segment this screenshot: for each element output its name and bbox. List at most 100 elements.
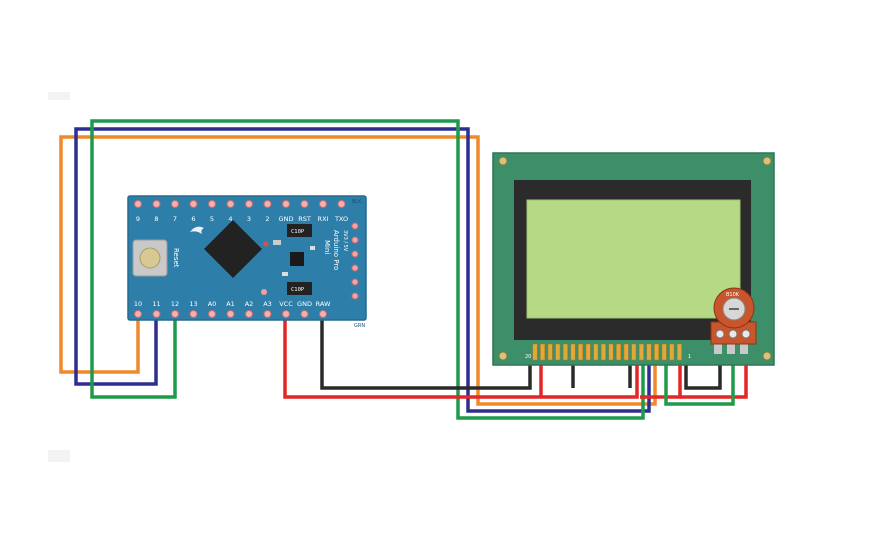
- lcd-pin: [654, 343, 660, 361]
- top-pin-label: 7: [173, 215, 177, 223]
- top-pin-label: 8: [154, 215, 158, 223]
- reset-button-cap: [139, 247, 161, 269]
- lcd-pin: [631, 343, 637, 361]
- regulator-chip: [290, 252, 304, 266]
- mount-hole: [498, 156, 508, 166]
- green-wire-wiper: [664, 352, 735, 406]
- top-pin-label: 2: [265, 215, 269, 223]
- top-pin-hole: [171, 200, 179, 208]
- lcd-pin: [570, 343, 576, 361]
- top-pin-hole: [152, 200, 161, 208]
- lcd-screen: [526, 199, 741, 319]
- bottom-pin-hole: [208, 310, 216, 318]
- reset-label: Reset: [172, 248, 180, 268]
- top-pin-hole: [300, 200, 309, 208]
- lcd-pin: [661, 343, 667, 361]
- orange-wire: [59, 135, 657, 406]
- top-pin-label: 3: [247, 215, 251, 223]
- lcd-pin: [638, 343, 644, 361]
- side-label-grn: GRN: [354, 323, 365, 329]
- lcd-module: 20 1: [492, 152, 775, 366]
- bottom-pin-label: VCC: [279, 300, 293, 308]
- board-name-line1: Arduino Pro: [332, 230, 340, 270]
- voltage-label: 3V3 / 5V: [342, 230, 348, 252]
- black-wire-lcd-k: [684, 352, 722, 390]
- top-pin-hole: [189, 200, 198, 208]
- top-pin-label: 4: [228, 215, 232, 223]
- lcd-pin: [676, 343, 682, 361]
- lcd-pin-first: 20: [525, 354, 531, 360]
- top-pin-label: RXI: [318, 215, 329, 223]
- lcd-pin: [623, 343, 629, 361]
- red-wire-vcc: [283, 316, 639, 399]
- bottom-pin-hole: [226, 310, 235, 318]
- bottom-pin-label: A0: [208, 300, 217, 308]
- top-pin-label: RST: [298, 215, 311, 223]
- lcd-pin: [600, 343, 606, 361]
- lcd-pin: [593, 343, 599, 361]
- lcd-pin-header: [532, 343, 682, 361]
- background-mark: [48, 450, 70, 462]
- pot-label: B10K: [726, 292, 740, 298]
- capacitor-top: [287, 224, 312, 237]
- board-name-line2: Mini: [323, 240, 331, 254]
- top-pin-hole: [337, 200, 346, 208]
- logo-icon: [190, 226, 204, 234]
- side-label-blk: BLK: [352, 199, 362, 205]
- top-pin-label: GND: [279, 215, 294, 223]
- led-indicator: [263, 241, 269, 247]
- top-pin-hole: [263, 200, 272, 208]
- top-pin-label: 6: [191, 215, 195, 223]
- lcd-pin: [669, 343, 675, 361]
- cap-label-top: C10P: [291, 229, 305, 235]
- top-pin-hole: [245, 200, 253, 208]
- microcontroller-chip: [204, 220, 262, 278]
- top-pin-hole: [208, 200, 216, 208]
- bottom-pin-label: RAW: [316, 300, 331, 308]
- lcd-pin: [616, 343, 622, 361]
- bottom-pin-label: GND: [297, 300, 312, 308]
- bottom-pin-label: A1: [226, 300, 235, 308]
- top-pin-hole: [282, 200, 290, 208]
- top-pin-label: TXO: [334, 215, 348, 223]
- bottom-pin-hole: [245, 310, 253, 318]
- background-mark: [48, 92, 70, 100]
- wires: [59, 119, 748, 420]
- lcd-pin: [540, 343, 546, 361]
- bottom-pin-hole: [152, 310, 161, 318]
- bottom-pin-label: A3: [263, 300, 272, 308]
- bottom-pin-label: 10: [134, 300, 142, 308]
- bottom-pin-hole: [319, 310, 327, 318]
- bottom-pin-hole: [171, 310, 179, 318]
- potentiometer: B10K: [710, 287, 757, 354]
- bottom-pin-hole: [300, 310, 309, 318]
- top-pin-hole: [134, 200, 142, 208]
- led-indicator: [261, 289, 267, 295]
- bottom-pin-hole: [263, 310, 272, 318]
- lcd-pin: [555, 343, 561, 361]
- lcd-pin: [578, 343, 584, 361]
- bottom-pin-label: A2: [245, 300, 254, 308]
- capacitor-bottom: [287, 282, 312, 295]
- top-pin-hole: [226, 200, 235, 208]
- bottom-pin-label: 13: [189, 300, 197, 308]
- bottom-pin-hole: [134, 310, 142, 318]
- mount-hole: [762, 351, 772, 361]
- top-pin-hole: [319, 200, 327, 208]
- lcd-pin: [547, 343, 553, 361]
- lcd-pin: [646, 343, 652, 361]
- bottom-pin-label: 12: [171, 300, 179, 308]
- bottom-pin-hole: [282, 310, 290, 318]
- mount-hole: [762, 156, 772, 166]
- black-wire-gnd: [320, 316, 532, 390]
- cap-label-bottom: C10P: [291, 287, 305, 293]
- blue-wire: [74, 127, 651, 413]
- lcd-pin: [585, 343, 591, 361]
- top-pin-label: 5: [210, 215, 214, 223]
- red-wire-pot: [680, 352, 748, 399]
- green-wire: [90, 119, 645, 420]
- lcd-pin: [562, 343, 568, 361]
